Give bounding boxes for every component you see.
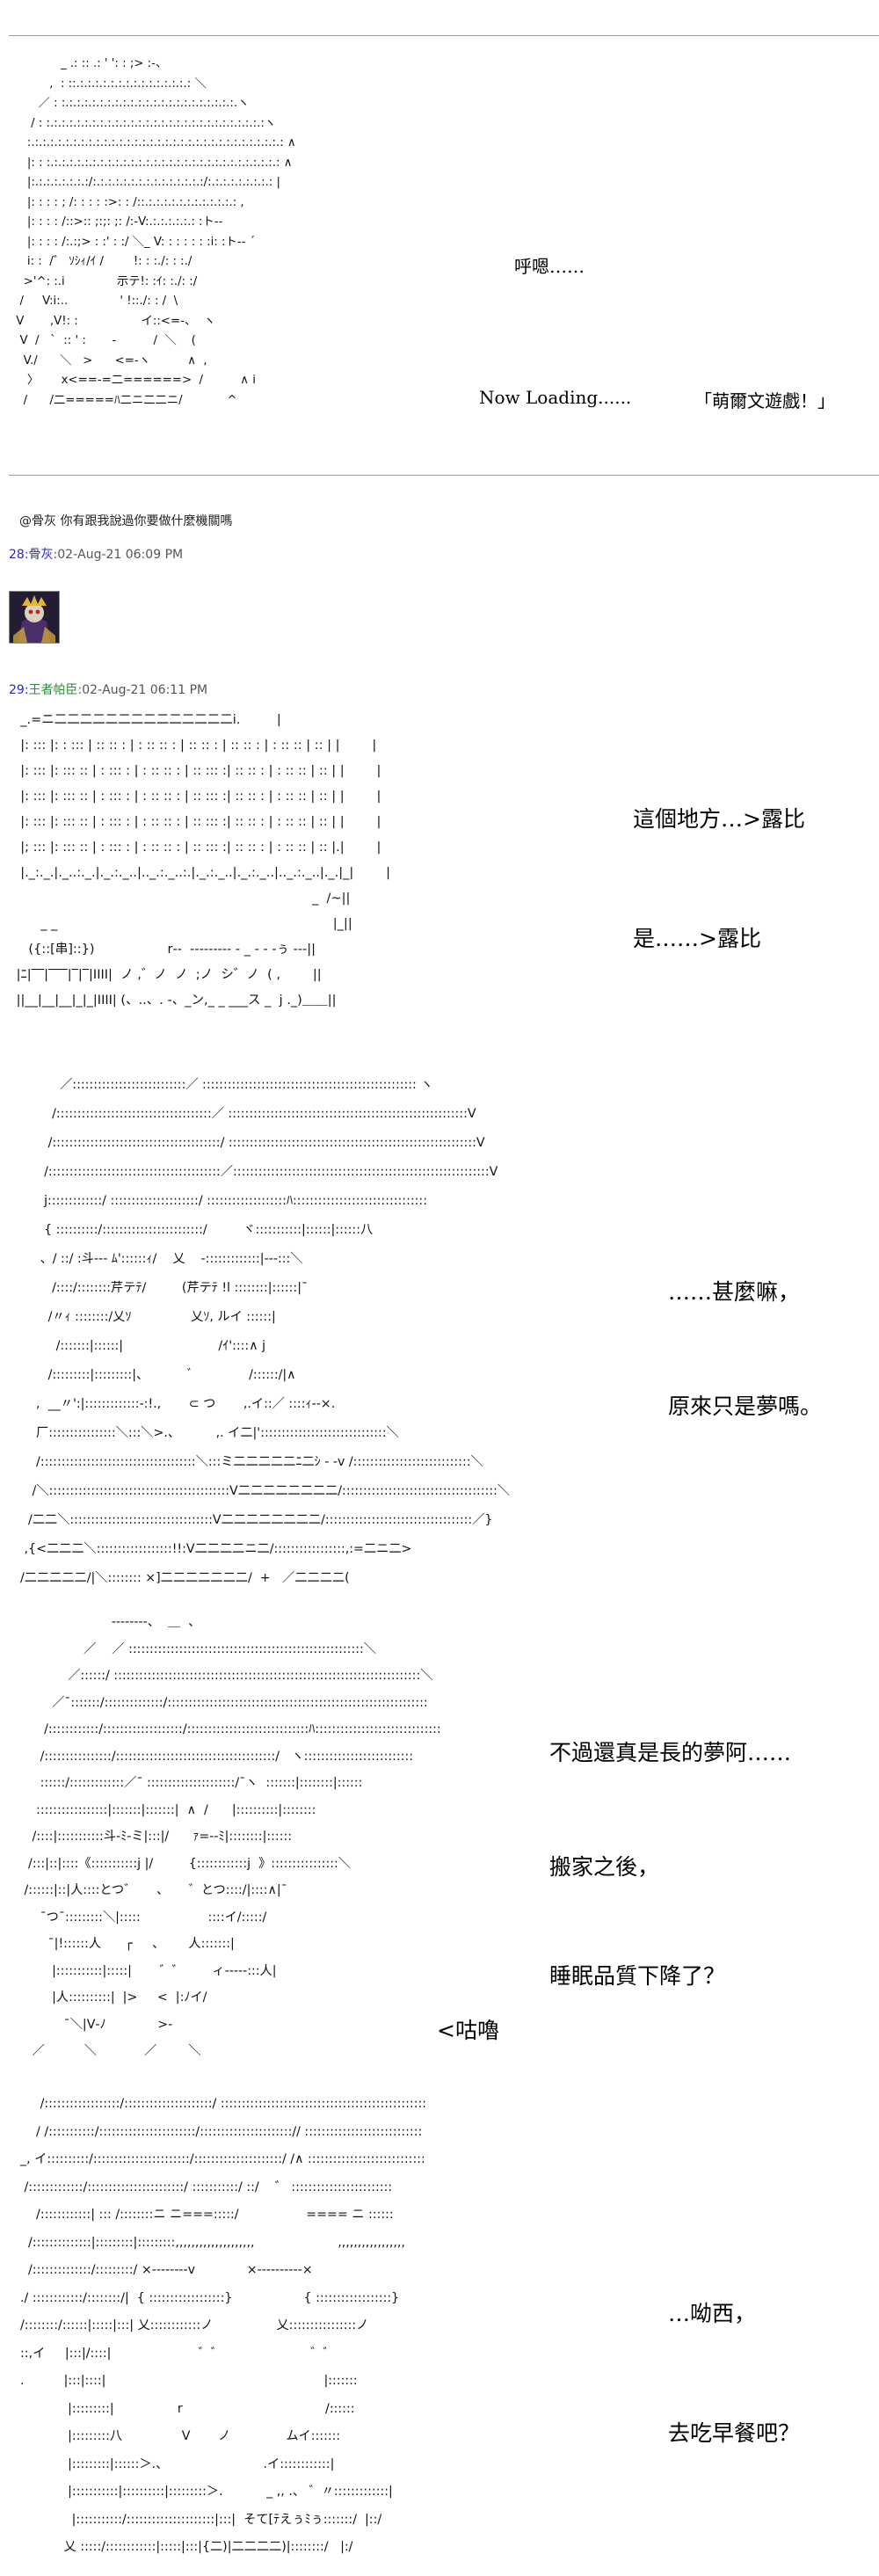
post-28-user-link[interactable]: 骨灰: [28, 548, 54, 562]
panel-4-caption-3: 睡眠品質下降了？: [549, 1963, 726, 1989]
ascii-art-panel-2: _.=ニ二二二二二二二二二二二二二二i. | |: ::: |: : ::: |…: [16, 713, 391, 1008]
post-29-user-link[interactable]: 王者帕臣: [28, 683, 78, 697]
panel-3-caption-2: 原來只是夢嗎。: [668, 1394, 823, 1419]
post-28-time: :02-Aug-21 06:09 PM: [53, 548, 184, 562]
panel-4-caption-4: <咕嚕: [437, 2018, 499, 2043]
ascii-art-panel-3: ／:::::::::::::::::::::::::::／ ::::::::::…: [20, 1078, 511, 1585]
panel-4-caption-2: 搬家之後，: [549, 1854, 660, 1880]
panel-1-divider: [9, 475, 879, 476]
ascii-art-panel-1: _ .: :: .: ' ': : ;> :-、 , : ::.:.:.:.:.…: [16, 57, 296, 407]
panel-1-caption-2: Now Loading......: [479, 387, 632, 408]
panel-2-caption-2: 是……>露比: [633, 926, 761, 951]
panel-1-caption-1: 呼嗯……: [514, 256, 585, 277]
ascii-art-panel-4: ‐‐‐‐‐‐‐‐、 ＿ 、 ／ ／ ::::::::::::::::::::::…: [24, 1615, 441, 2058]
panel-4-caption-1: 不過還真是長的夢阿……: [549, 1740, 792, 1765]
user-avatar[interactable]: [9, 591, 60, 644]
panel-5-caption-2: 去吃早餐吧？: [668, 2420, 801, 2446]
panel-3-caption-1: ……甚麼嘛，: [668, 1279, 801, 1305]
post-29-number: 29:: [9, 683, 29, 697]
reply-comment: @骨灰 你有跟我說過你要做什麼機關嗎: [19, 514, 233, 528]
ascii-art-panel-5: /::::::::::::::::::/::::::::::::::::::::…: [20, 2097, 427, 2554]
panel-2-caption-1: 這個地方…>露比: [633, 806, 805, 832]
post-28-number: 28:: [9, 548, 29, 562]
panel-5-caption-1: …呦西，: [668, 2301, 757, 2326]
post-29-meta: 29:王者帕臣:02-Aug-21 06:11 PM: [9, 680, 207, 698]
post-28-meta: 28:骨灰:02-Aug-21 06:09 PM: [9, 545, 183, 563]
post-29-time: :02-Aug-21 06:11 PM: [77, 683, 208, 697]
panel-1-caption-3: 「萌爾文遊戲！」: [694, 390, 835, 411]
avatar-image: [10, 592, 59, 643]
top-divider: [9, 35, 879, 36]
